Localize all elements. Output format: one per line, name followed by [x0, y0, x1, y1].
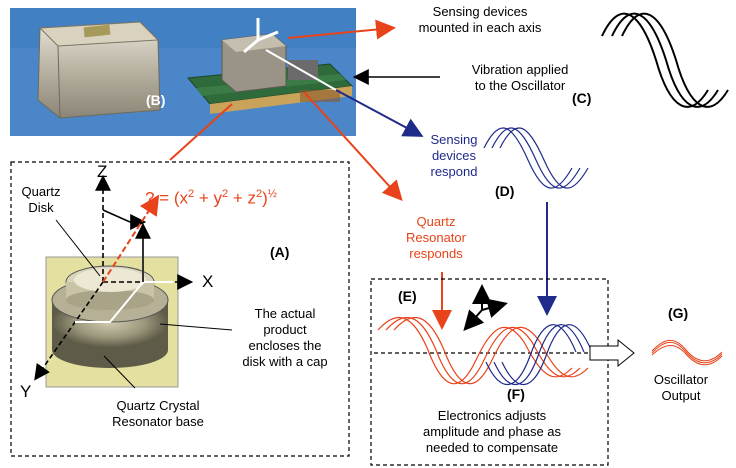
actual-product-text: The actual product encloses the disk wit…: [242, 306, 328, 369]
sensing-waves: [483, 127, 589, 189]
sensing-mounted-text: Sensing devices mounted in each axis: [418, 4, 542, 35]
box-f: [370, 278, 609, 466]
pointer-quartz-disk: [55, 219, 101, 277]
axes-small: [463, 284, 508, 331]
vibration-waves: [601, 12, 729, 108]
oscillator-can: [37, 21, 161, 119]
arrow-blue-to-sensing: [335, 89, 424, 137]
label-a: (A): [270, 244, 290, 260]
oscillator-output-text: Oscillator Output: [653, 372, 709, 403]
pointer-actual-product: [159, 323, 233, 331]
arrow-red-to-resonator: [303, 91, 403, 201]
arrow-to-sensing: [287, 19, 396, 40]
resonator-base-text: Quartz Crystal Resonator base: [112, 398, 204, 429]
quartz-responds-text: Quartz Resonator responds: [406, 214, 466, 261]
resultant-vector: [102, 194, 160, 283]
axis-z-label: Z: [97, 162, 108, 181]
resonator-disk: [51, 265, 169, 368]
pointer-base: [103, 355, 136, 389]
xyz-axes: [34, 174, 194, 381]
label-c: (C): [572, 90, 592, 106]
red-line-to-box: [169, 103, 233, 161]
magnitude-formula: ? = (x2 + y2 + z2)½: [145, 188, 277, 208]
axis-y-label: Y: [20, 382, 32, 401]
label-e: (E): [398, 288, 417, 304]
output-waves: [651, 339, 723, 366]
label-d: (D): [495, 183, 515, 199]
compensation-waves: [485, 324, 593, 386]
electronics-text: Electronics adjusts amplitude and phase …: [422, 408, 562, 455]
axis-x-label: X: [202, 272, 214, 291]
label-g: (G): [668, 305, 689, 321]
label-f: (F): [507, 386, 525, 402]
label-b: (B): [146, 92, 166, 108]
sensing-respond-text: Sensing devices respond: [430, 132, 478, 179]
resonator-waves: [377, 316, 589, 385]
quartz-disk-text: Quartz Disk: [21, 184, 61, 215]
output-arrow: [589, 338, 635, 368]
white-line: [265, 49, 337, 91]
vibration-text: Vibration applied to the Oscillator: [471, 62, 569, 93]
axis-marker-white: [243, 18, 279, 54]
box-a: [10, 161, 350, 457]
